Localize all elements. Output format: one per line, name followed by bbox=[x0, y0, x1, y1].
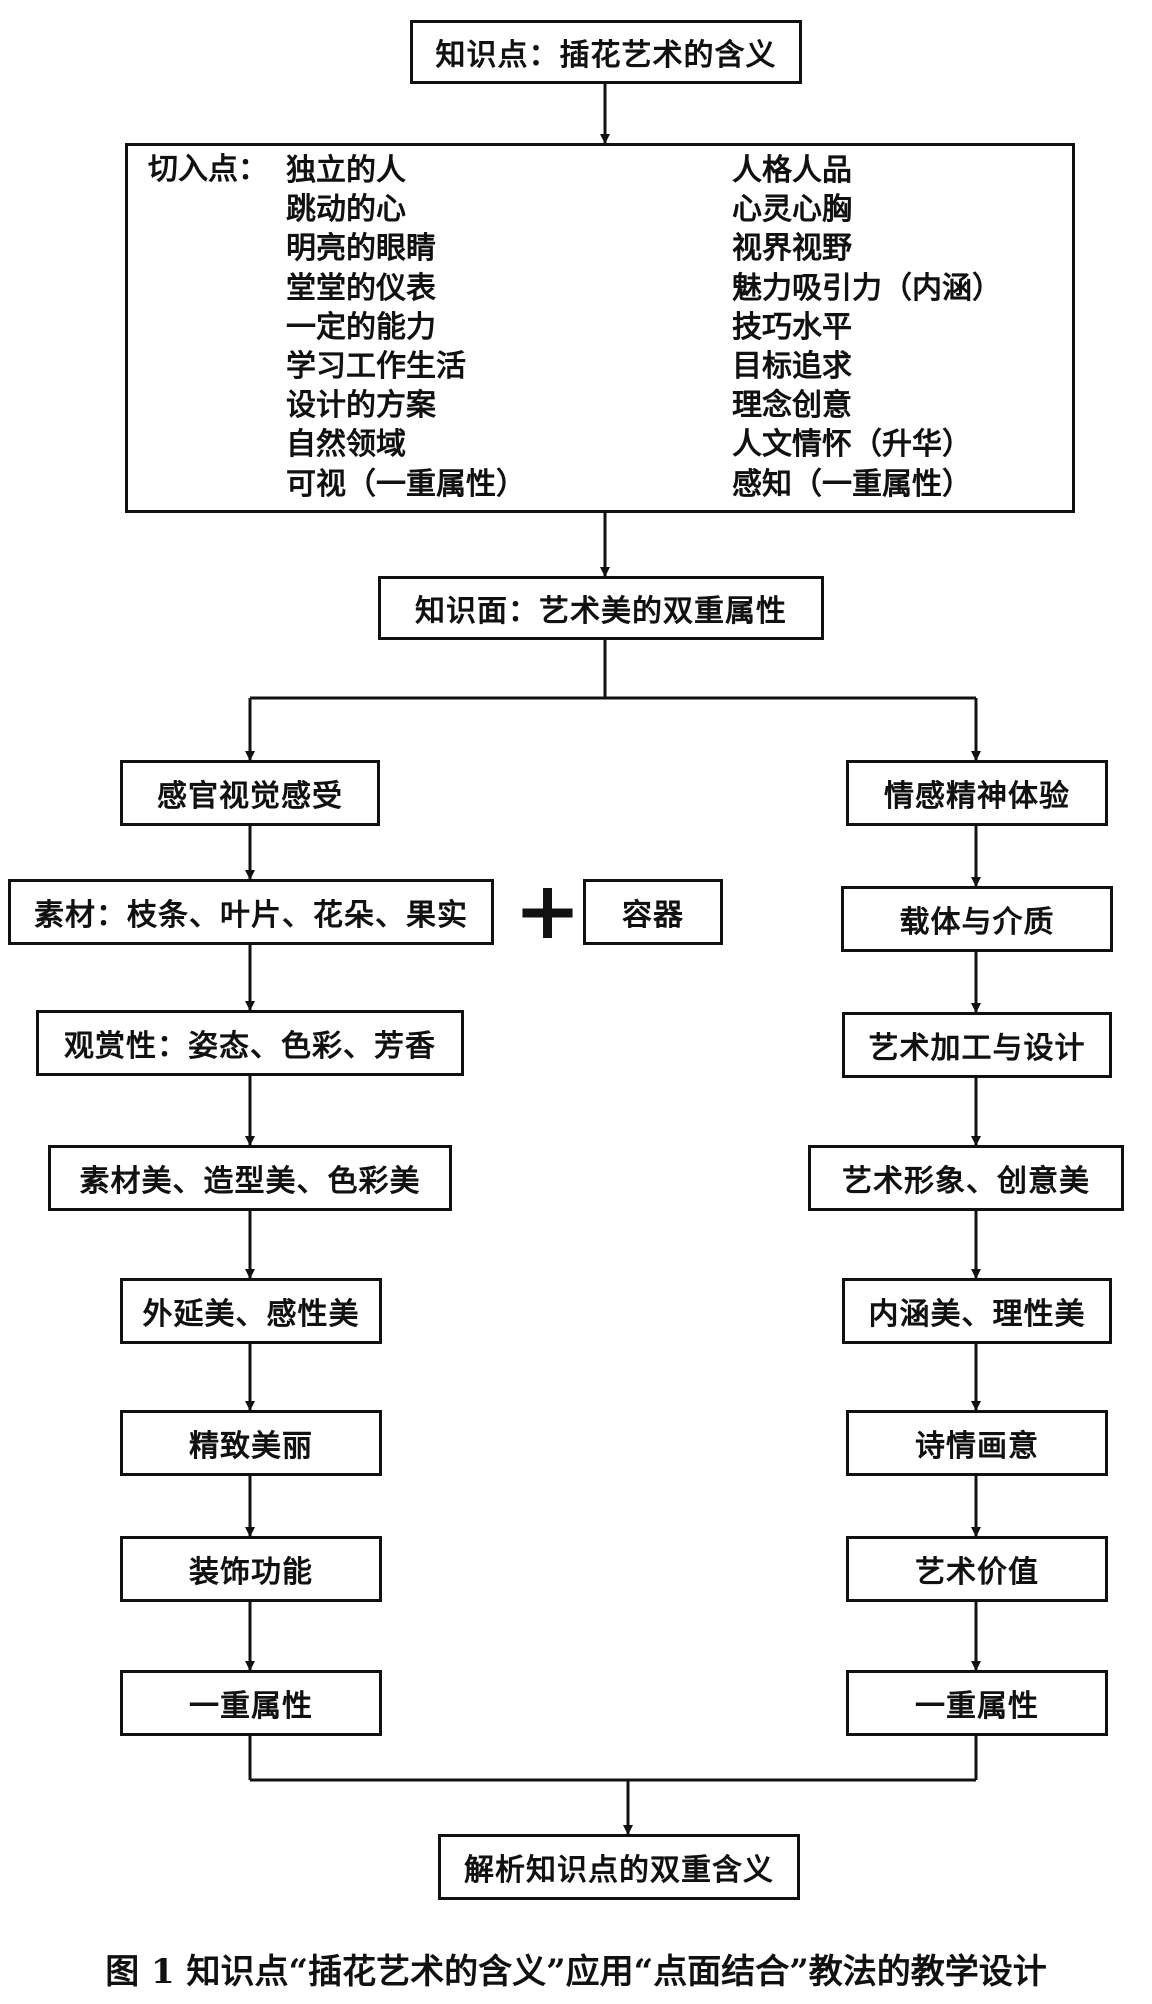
entry-row-left: 自然领域 bbox=[286, 427, 406, 463]
right-branch-box-2: 艺术加工与设计 bbox=[842, 1012, 1112, 1078]
left-branch-box-1: 素材：枝条、叶片、花朵、果实 bbox=[8, 879, 494, 945]
knowledge-point-box: 知识点：插花艺术的含义 bbox=[410, 20, 802, 84]
entry-point-label: 切入点： bbox=[148, 152, 268, 187]
entry-row-right: 理念创意 bbox=[732, 388, 852, 424]
left-branch-box-6: 装饰功能 bbox=[120, 1536, 382, 1602]
right-branch-box-1: 载体与介质 bbox=[841, 886, 1113, 952]
final-box: 解析知识点的双重含义 bbox=[438, 1834, 800, 1900]
entry-row-left: 跳动的心 bbox=[286, 192, 406, 228]
figure-caption: 图 1 知识点“插花艺术的含义”应用“点面结合”教法的教学设计 bbox=[105, 1952, 1047, 1992]
entry-row-right: 目标追求 bbox=[732, 349, 852, 384]
entry-row-left: 独立的人 bbox=[286, 153, 406, 188]
left-branch-box-4: 外延美、感性美 bbox=[120, 1278, 382, 1344]
entry-row-right: 视界视野 bbox=[732, 231, 852, 267]
entry-point-frame bbox=[125, 143, 1075, 513]
right-branch-box-6: 艺术价值 bbox=[846, 1536, 1108, 1602]
entry-row-left: 堂堂的仪表 bbox=[286, 270, 436, 306]
right-branch-box-0: 情感精神体验 bbox=[846, 760, 1108, 826]
entry-row-right: 感知（一重属性） bbox=[732, 466, 972, 502]
left-branch-box-7: 一重属性 bbox=[120, 1670, 382, 1736]
entry-row-left: 学习工作生活 bbox=[286, 349, 466, 384]
entry-row-right: 心灵心胸 bbox=[732, 192, 852, 228]
left-branch-box-3: 素材美、造型美、色彩美 bbox=[48, 1145, 452, 1211]
entry-row-left: 可视（一重属性） bbox=[286, 466, 526, 502]
entry-row-left: 一定的能力 bbox=[286, 309, 436, 345]
entry-row-right: 人格人品 bbox=[732, 153, 852, 188]
left-branch-box-5: 精致美丽 bbox=[120, 1410, 382, 1476]
plus-sign: + bbox=[514, 863, 582, 957]
entry-row-right: 人文情怀（升华） bbox=[732, 427, 972, 463]
entry-row-right: 魅力吸引力（内涵） bbox=[732, 270, 1002, 306]
right-branch-box-4: 内涵美、理性美 bbox=[842, 1278, 1112, 1344]
entry-row-right: 技巧水平 bbox=[732, 309, 852, 345]
knowledge-surface-box: 知识面：艺术美的双重属性 bbox=[378, 576, 824, 640]
container-box: 容器 bbox=[583, 879, 723, 945]
left-branch-box-2: 观赏性：姿态、色彩、芳香 bbox=[36, 1010, 464, 1076]
entry-row-left: 设计的方案 bbox=[286, 388, 436, 424]
left-branch-box-0: 感官视觉感受 bbox=[120, 760, 380, 826]
entry-row-left: 明亮的眼睛 bbox=[286, 231, 436, 267]
right-branch-box-3: 艺术形象、创意美 bbox=[808, 1145, 1124, 1211]
right-branch-box-7: 一重属性 bbox=[846, 1670, 1108, 1736]
right-branch-box-5: 诗情画意 bbox=[846, 1410, 1108, 1476]
